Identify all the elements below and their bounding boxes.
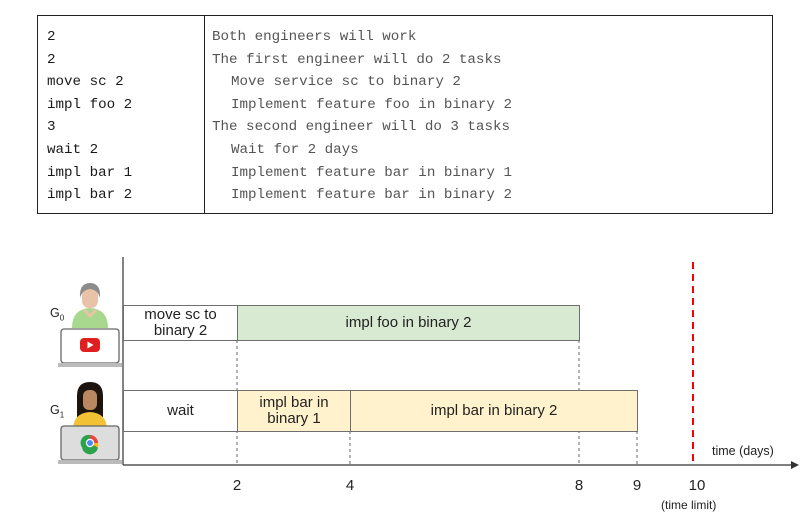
axis-title: time (days) <box>712 444 774 458</box>
task-label-line: impl bar in <box>259 394 329 411</box>
input-line: impl bar 1 <box>47 164 133 181</box>
tick-label: 8 <box>574 477 584 494</box>
schedule-diagram: G0 move sc to binary 2 impl foo in binar… <box>0 245 811 526</box>
tick-label: 2 <box>232 477 242 494</box>
laptop-icon <box>58 328 122 367</box>
input-line: 3 <box>47 119 56 136</box>
explanation-column: Both engineers will work The first engin… <box>205 16 772 213</box>
chrome-icon <box>80 434 99 455</box>
task-move-sc: move sc to binary 2 <box>123 305 238 341</box>
task-label: impl foo in binary 2 <box>345 314 472 331</box>
task-label-line: binary 2 <box>153 322 208 339</box>
engineer-label-g1: G1 <box>50 403 64 420</box>
engineer-letter: G <box>50 306 60 320</box>
explanation-line: Both engineers will work <box>212 29 417 45</box>
input-line: wait 2 <box>47 141 99 158</box>
tick-label: 4 <box>345 477 355 494</box>
engineer-index: 1 <box>59 410 65 420</box>
time-axis-arrowhead <box>791 461 799 469</box>
woman-avatar-icon <box>73 382 107 430</box>
explanation-line: Move service sc to binary 2 <box>231 74 461 91</box>
input-file-table: 2 2 move sc 2 impl foo 2 3 wait 2 impl b… <box>37 15 773 214</box>
task-label-line: binary 1 <box>267 410 321 427</box>
explanation-line: Implement feature bar in binary 1 <box>231 164 512 181</box>
task-label-line: move sc to <box>144 306 217 323</box>
tick-label: 10 <box>688 477 706 494</box>
task-impl-foo: impl foo in binary 2 <box>237 305 580 341</box>
input-line: impl bar 2 <box>47 187 133 204</box>
youtube-icon <box>80 338 100 352</box>
input-line: 2 <box>47 29 56 45</box>
time-limit-note: (time limit) <box>661 498 717 512</box>
input-line: move sc 2 <box>47 74 124 91</box>
man-avatar-icon <box>72 283 108 328</box>
engineer-label-g0: G0 <box>50 306 64 323</box>
task-impl-bar-binary-2: impl bar in binary 2 <box>350 390 638 432</box>
input-file-column: 2 2 move sc 2 impl foo 2 3 wait 2 impl b… <box>38 16 205 213</box>
task-label: impl bar in binary 2 <box>430 402 558 419</box>
engineer-index: 0 <box>59 313 65 323</box>
input-line: impl foo 2 <box>47 96 133 113</box>
input-line: 2 <box>47 51 56 68</box>
explanation-line: The first engineer will do 2 tasks <box>212 51 502 68</box>
laptop-icon <box>58 425 122 464</box>
task-label: wait <box>167 402 194 419</box>
explanation-line: The second engineer will do 3 tasks <box>212 119 510 136</box>
explanation-line: Wait for 2 days <box>231 141 359 158</box>
task-impl-bar-binary-1: impl bar in binary 1 <box>237 390 351 432</box>
tick-label: 9 <box>632 477 642 494</box>
task-wait: wait <box>123 390 238 432</box>
explanation-line: Implement feature foo in binary 2 <box>231 96 512 113</box>
engineer-letter: G <box>50 403 60 417</box>
explanation-line: Implement feature bar in binary 2 <box>231 187 512 204</box>
